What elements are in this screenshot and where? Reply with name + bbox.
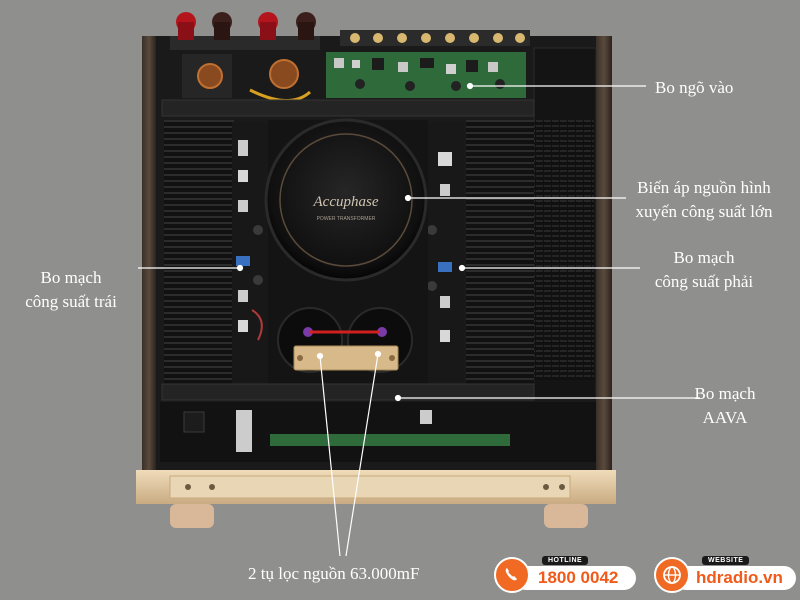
right-power-amp-board bbox=[427, 122, 464, 384]
left-amp-label-line2: công suất trái bbox=[25, 292, 117, 311]
right-amp-label-line2: công suất phải bbox=[654, 272, 754, 291]
input-board-label: Bo ngõ vào bbox=[655, 76, 733, 100]
callout-transformer-dot bbox=[404, 194, 412, 202]
transformer-brand: Accuphase bbox=[313, 194, 379, 210]
capacitors-label: 2 tụ lọc nguồn 63.000mF bbox=[248, 562, 419, 586]
callout-capacitor-right-dot bbox=[374, 350, 382, 358]
hotline-number[interactable]: 1800 0042 bbox=[538, 568, 619, 587]
bottom-crossbar bbox=[161, 383, 535, 401]
website-caption: WEBSITE bbox=[702, 556, 750, 565]
callout-right-amp-dot bbox=[458, 264, 466, 272]
transformer-label-line1: Biến áp nguồn hình bbox=[637, 178, 771, 197]
aava-label-line2: AAVA bbox=[702, 408, 748, 427]
hotline-pill bbox=[514, 566, 636, 590]
aava-label-line1: Bo mạch bbox=[694, 384, 756, 403]
website-url[interactable]: hdradio.vn bbox=[696, 568, 783, 587]
filter-capacitors bbox=[277, 307, 413, 373]
input-board bbox=[326, 52, 526, 98]
callout-capacitor-right bbox=[345, 353, 379, 557]
capacitor-busbar bbox=[293, 345, 399, 371]
transformer-label: Biến áp nguồn hình xuyến công suất lớn bbox=[620, 176, 788, 224]
globe-icon bbox=[654, 557, 690, 593]
aava-board bbox=[160, 402, 596, 462]
top-crossbar bbox=[161, 99, 535, 117]
toroidal-transformer bbox=[264, 118, 428, 282]
right-amp-label-line1: Bo mạch bbox=[673, 248, 735, 267]
left-foot bbox=[170, 504, 214, 528]
website-pill bbox=[674, 566, 796, 590]
callout-capacitor-left bbox=[319, 355, 341, 557]
transformer-caption: POWER TRANSFORMER bbox=[317, 216, 376, 222]
callout-aava-dot bbox=[394, 394, 402, 402]
input-board-label-text: Bo ngõ vào bbox=[655, 78, 734, 97]
callout-capacitor-left-dot bbox=[316, 352, 324, 360]
right-heatsink bbox=[466, 120, 534, 386]
speaker-terminals bbox=[170, 12, 320, 50]
callout-left-amp-dot bbox=[236, 264, 244, 272]
left-heatsink bbox=[164, 120, 234, 386]
left-power-amp-board bbox=[232, 122, 268, 384]
callout-lines bbox=[138, 82, 700, 557]
right-foot bbox=[544, 504, 588, 528]
website-badge[interactable]: WEBSITE hdradio.vn bbox=[654, 556, 796, 594]
hotline-caption: HOTLINE bbox=[542, 556, 589, 565]
left-side-panel bbox=[142, 36, 156, 488]
hotline-badge[interactable]: HOTLINE 1800 0042 bbox=[494, 556, 636, 594]
aava-label: Bo mạch AAVA bbox=[690, 382, 760, 430]
left-amp-label: Bo mạch công suất trái bbox=[6, 266, 136, 314]
callout-input-board-dot bbox=[466, 82, 474, 90]
rear-coil-right bbox=[269, 59, 299, 89]
rca-connectors bbox=[340, 30, 530, 46]
right-amp-label: Bo mạch công suất phải bbox=[640, 246, 768, 294]
capacitors-label-text: 2 tụ lọc nguồn 63.000mF bbox=[248, 564, 420, 583]
phone-icon bbox=[494, 557, 530, 593]
left-amp-label-line1: Bo mạch bbox=[40, 268, 102, 287]
transformer-label-line2: xuyến công suất lớn bbox=[635, 202, 773, 221]
right-side-panel bbox=[596, 36, 612, 488]
